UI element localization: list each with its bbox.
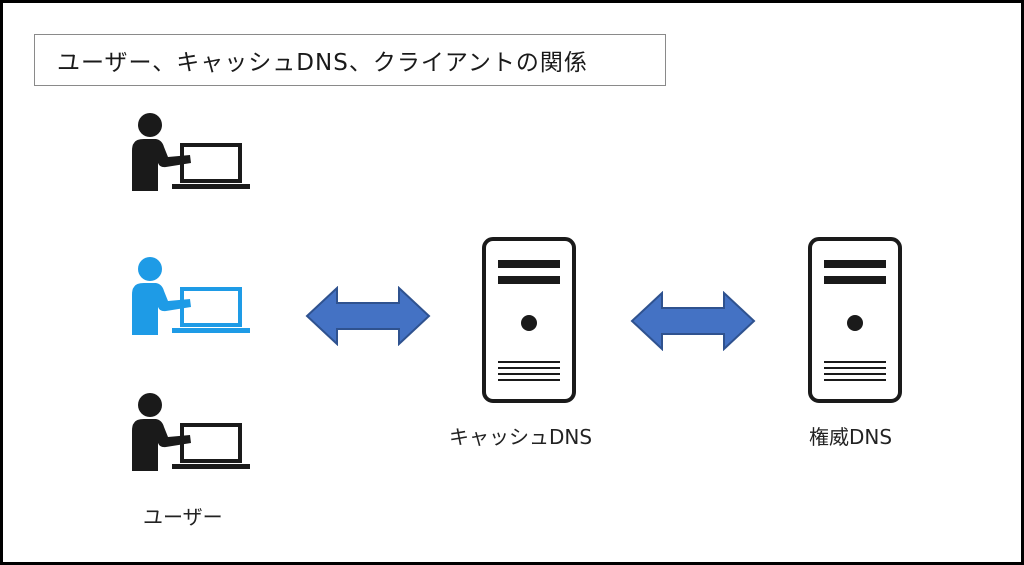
user-icon-highlighted <box>128 255 253 335</box>
diagram-title-box: ユーザー、キャッシュDNS、クライアントの関係 <box>34 34 666 86</box>
authoritative-dns-label: 権威DNS <box>809 425 893 449</box>
cache-dns-label: キャッシュDNS <box>449 425 593 449</box>
diagram-title: ユーザー、キャッシュDNS、クライアントの関係 <box>57 50 588 76</box>
users-label: ユーザー <box>143 505 223 529</box>
double-arrow-icon-users-cache <box>305 286 431 346</box>
user-icon-1 <box>128 111 253 191</box>
user-icon-3 <box>128 391 253 471</box>
authoritative-dns-server-icon <box>807 236 903 404</box>
cache-dns-server-icon <box>481 236 577 404</box>
double-arrow-icon-cache-authoritative <box>630 291 756 351</box>
